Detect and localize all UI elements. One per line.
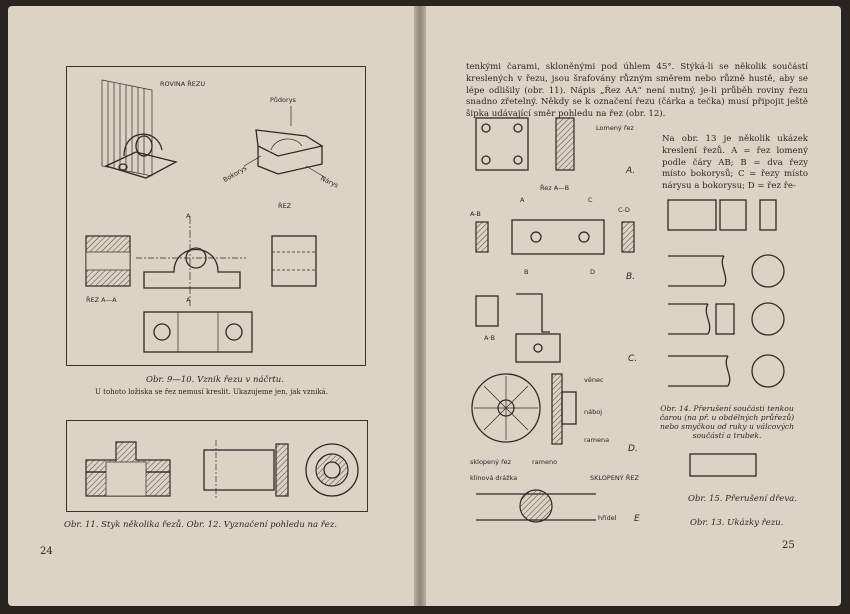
label-c: C [588, 196, 593, 204]
note-fig-9-10: U tohoto ložiska se řez nemusí kreslit. … [95, 388, 328, 396]
label-klinova: klínová drážka [470, 474, 518, 482]
caption-fig-11-12: Obr. 11. Styk několika řezů. Obr. 12. Vy… [64, 520, 338, 530]
label-ramena: ramena [584, 436, 610, 444]
letter-b: B. [626, 272, 636, 282]
label-cd: C-D [618, 206, 630, 214]
label-sklopeny-rez: SKLOPENÝ ŘEZ [590, 474, 639, 482]
label-naboj: náboj [584, 408, 603, 416]
letter-a: A. [626, 166, 636, 176]
label-a-bottom: A [186, 296, 191, 304]
label-a: A [520, 196, 525, 204]
text-paragraph-1: tenkými čarami, skloněnými pod úhlem 45°… [466, 62, 808, 121]
figure-9-10-drawing [85, 79, 327, 353]
label-venec: věnec [584, 376, 604, 384]
label-rez: ŘEZ [278, 202, 292, 210]
label-ab-c: A·B [484, 334, 495, 342]
figure-11-12-frame [66, 420, 368, 512]
label-b: B [524, 268, 529, 276]
page-number-right: 25 [782, 540, 795, 551]
caption-fig-14: Obr. 14. Přerušení součásti tenkou čarou… [659, 404, 795, 440]
left-page [8, 6, 418, 606]
label-rez-aa: ŘEZ A—A [86, 296, 117, 304]
right-page [421, 6, 841, 606]
label-rovina: ROVINA ŘEZU [160, 80, 206, 88]
paragraph-1: tenkými čarami, skloněnými pod úhlem 45°… [466, 62, 808, 120]
label-d: D [590, 268, 596, 276]
figure-14-15-drawing [667, 199, 785, 477]
label-ab: A-B [470, 210, 481, 218]
label-rameno: rameno [532, 458, 558, 466]
label-a-top: A [186, 212, 191, 220]
label-sklopeny: sklopený řez [470, 458, 512, 466]
caption-fig-9-10: Obr. 9—10. Vznik řezu v náčrtu. [146, 375, 284, 385]
letter-c: C. [628, 354, 638, 364]
caption-fig-15: Obr. 15. Přerušení dřeva. [688, 494, 797, 504]
book-gutter [414, 6, 426, 606]
text-paragraph-2: Na obr. 13 je několik ukázek kreslení ře… [662, 134, 808, 193]
figure-11-12-drawing [85, 440, 359, 500]
caption-fig-13: Obr. 13. Ukázky řezu. [690, 518, 784, 528]
page-number-left: 24 [40, 546, 53, 557]
letter-d: D. [628, 444, 638, 454]
figure-13-drawing [471, 117, 635, 523]
paragraph-2: Na obr. 13 je několik ukázek kreslení ře… [662, 134, 808, 192]
label-pudorys: Půdorys [270, 96, 296, 104]
label-lomeny: Lomený řez [596, 124, 634, 132]
letter-e: E [634, 514, 640, 524]
label-rez-ab: Řez A—B [540, 184, 570, 192]
label-hridel: hřídel [598, 514, 617, 522]
figure-9-10-frame [66, 66, 366, 366]
